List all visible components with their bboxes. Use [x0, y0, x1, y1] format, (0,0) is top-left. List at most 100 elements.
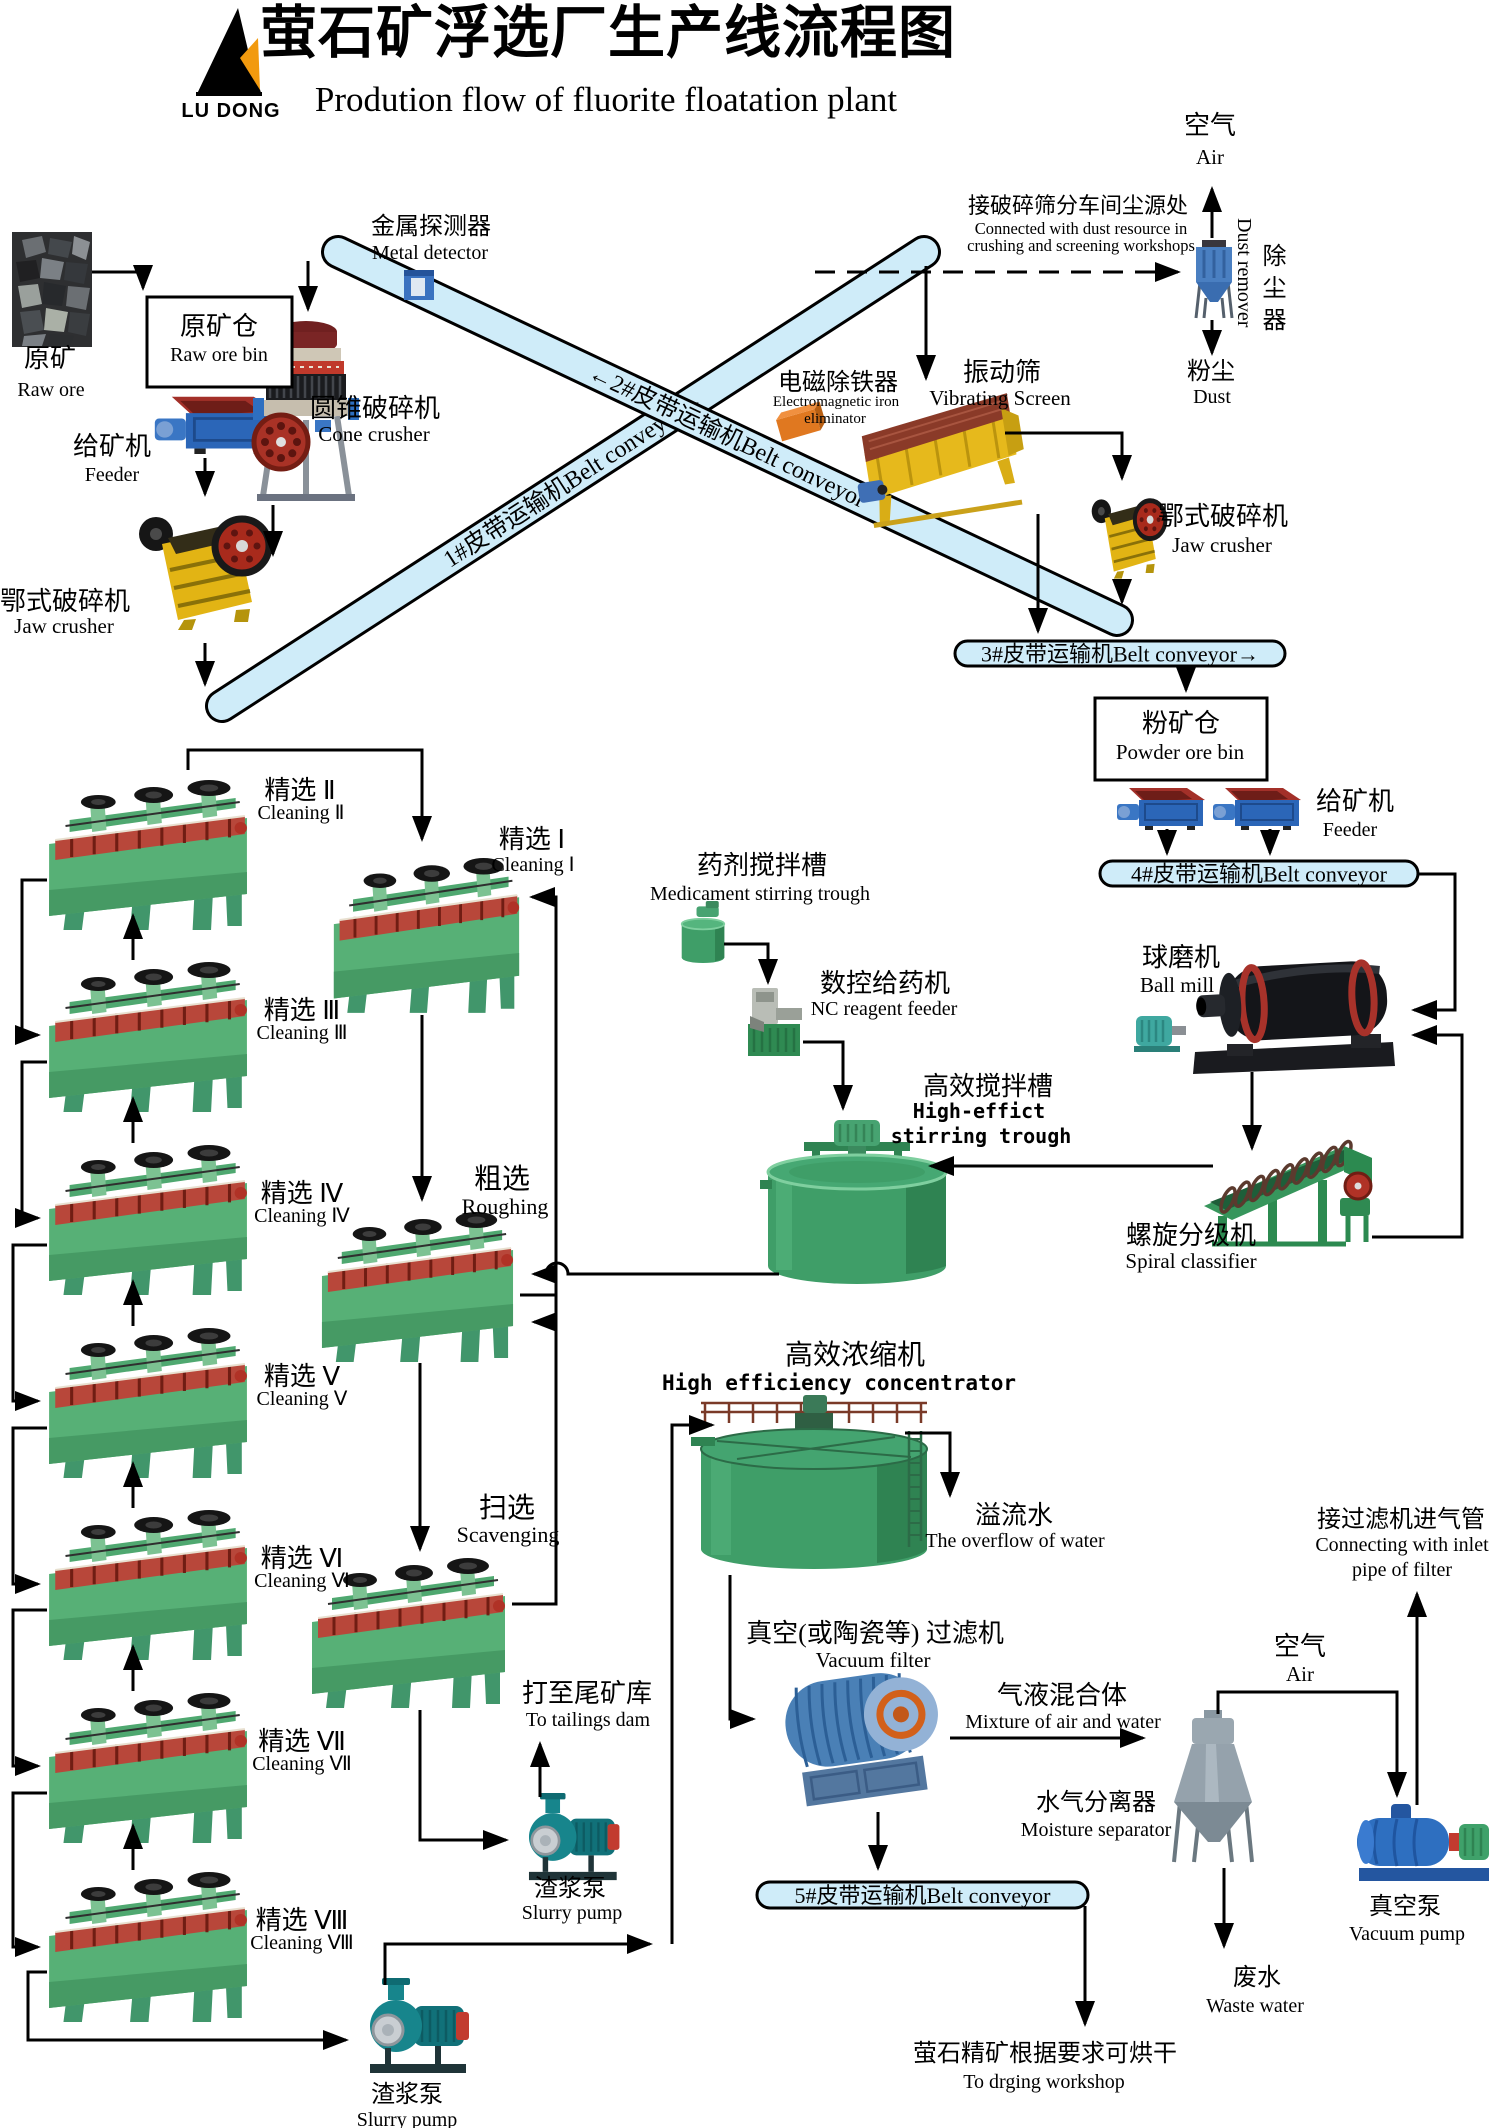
page-title-en: Prodution flow of fluorite floatation pl…: [314, 80, 898, 119]
label-jaw_right-en: Jaw crusher: [1172, 533, 1272, 557]
label-dust-remover-en-vertical: Dust remover: [1233, 218, 1255, 328]
label-medicament-en: Medicament stirring trough: [650, 883, 870, 905]
label-powder_bin-en: Powder ore bin: [1115, 740, 1245, 764]
label-air2-zh: 空气: [1273, 1632, 1327, 1661]
flotation-cleaning7-graphic: [49, 1693, 247, 1843]
label-dust-remover-zh-vertical: 除尘器: [1258, 243, 1284, 339]
concentrator-graphic: [691, 1395, 928, 1569]
label-feeder_top-zh: 给矿机: [72, 432, 152, 461]
label-scavenging-zh: 扫选: [478, 1493, 536, 1524]
label-jaw_left-en: Jaw crusher: [14, 614, 114, 638]
nc-reagent-feeder-graphic: [748, 988, 802, 1056]
label-nc_feeder-zh: 数控给药机: [819, 969, 951, 998]
label-cleaning3-en: Cleaning Ⅲ: [256, 1022, 348, 1044]
label-cleaning8-zh: 精选 Ⅷ: [255, 1906, 349, 1935]
label-raw_ore-zh: 原矿: [23, 344, 77, 373]
stirring-trough-graphic: [760, 1120, 948, 1284]
label-inlet-en2: pipe of filter: [1352, 1559, 1452, 1581]
flotation-roughing-graphic: [321, 1212, 514, 1362]
label-cone_crusher-en: Cone crusher: [318, 422, 430, 446]
label-spiral_classifier-zh: 螺旋分级机: [1125, 1221, 1257, 1250]
label-stirring-en2: stirring trough: [890, 1124, 1072, 1148]
label-waste-en: Waste water: [1206, 1995, 1304, 2017]
label-powder_bin-zh: 粉矿仓: [1141, 709, 1221, 738]
raw-ore-bin-box: [145, 295, 294, 389]
label-cleaning6-en: Cleaning Ⅵ: [254, 1570, 350, 1592]
label-roughing-zh: 粗选: [473, 1164, 531, 1195]
label-vacuum_filter-zh: 真空(或陶瓷等) 过滤机: [746, 1619, 1004, 1648]
feeder-mid-1-graphic: [1117, 788, 1205, 830]
feeder-mid-2-graphic: [1213, 788, 1301, 830]
label-dust-en: Dust: [1193, 386, 1231, 408]
label-drying-zh: 萤石精矿根据要求可烘干: [913, 2041, 1177, 2067]
label-cleaning3-zh: 精选 Ⅲ: [263, 996, 341, 1025]
slurry-pump-1-graphic: [528, 1793, 620, 1881]
label-feeder_mid-zh: 给矿机: [1315, 787, 1395, 816]
flotation-cleaning5-graphic: [49, 1328, 247, 1478]
label-em_iron-en2: eliminator: [804, 411, 866, 427]
label-tailings-zh: 打至尾矿库: [521, 1679, 653, 1708]
label-slurry2-en: Slurry pump: [356, 2109, 458, 2128]
label-medicament-zh: 药剂搅拌槽: [696, 851, 828, 880]
label-stirring-en: High-effict: [912, 1099, 1046, 1123]
label-dust-zh: 粉尘: [1187, 359, 1235, 385]
flotation-cleaning4-graphic: [49, 1145, 247, 1295]
belt-pill-label: 5#皮带运输机Belt conveyor: [794, 1883, 1051, 1908]
label-cleaning2-en: Cleaning Ⅱ: [257, 802, 345, 824]
label-stirring-zh: 高效搅拌槽: [922, 1072, 1054, 1101]
label-cleaning1-zh: 精选 Ⅰ: [498, 825, 566, 854]
metal-detector-graphic: [404, 270, 434, 300]
label-inlet-zh: 接过滤机进气管: [1317, 1507, 1485, 1533]
label-jaw_left-zh: 鄂式破碎机: [0, 587, 131, 616]
label-cleaning7-en: Cleaning Ⅶ: [252, 1753, 352, 1775]
medicament-trough-graphic: [680, 901, 726, 963]
label-slurry2-zh: 渣浆泵: [371, 2082, 443, 2108]
label-moisture_sep-en: Moisture separator: [1020, 1819, 1172, 1841]
em-iron-eliminator-graphic: [776, 401, 826, 442]
label-spiral_classifier-en: Spiral classifier: [1125, 1249, 1257, 1273]
ball-mill-graphic: [1193, 959, 1395, 1074]
flotation-scavenging-graphic: [312, 1558, 505, 1708]
slurry-pump-2-graphic: [370, 1978, 469, 2073]
label-metal_detector-en: Metal detector: [371, 242, 489, 264]
label-cleaning7-zh: 精选 Ⅶ: [258, 1727, 346, 1756]
label-overflow-zh: 溢流水: [974, 1501, 1054, 1530]
label-cleaning4-zh: 精选 Ⅳ: [260, 1179, 344, 1208]
logo-text: LU DONG: [181, 100, 281, 122]
label-feeder_top-en: Feeder: [84, 464, 140, 486]
label-mixture-zh: 气液混合体: [996, 1681, 1128, 1710]
label-cleaning5-zh: 精选 Ⅴ: [263, 1362, 341, 1391]
moisture-separator-graphic: [1172, 1710, 1254, 1863]
flotation-cleaning2-graphic: [49, 780, 247, 930]
vacuum-pump-graphic: [1357, 1804, 1489, 1881]
label-ball_mill-zh: 球磨机: [1141, 943, 1221, 972]
label-mixture-en: Mixture of air and water: [965, 1711, 1161, 1733]
label-cleaning8-en: Cleaning Ⅷ: [250, 1932, 354, 1954]
label-raw_ore_bin-en: Raw ore bin: [170, 344, 268, 366]
jaw-crusher-right-graphic: [1091, 498, 1168, 579]
label-vibrating_screen-en: Vibrating Screen: [929, 386, 1071, 410]
belt-pill-label: 4#皮带运输机Belt conveyor: [1131, 862, 1388, 887]
label-dust_connect-en2: crushing and screening workshops: [967, 236, 1195, 255]
spiral-classifier-graphic: [1204, 1139, 1373, 1247]
label-drying-en: To drging workshop: [963, 2071, 1125, 2093]
label-vacuum_pump-en: Vacuum pump: [1348, 1923, 1466, 1945]
label-cleaning6-zh: 精选 Ⅵ: [260, 1544, 344, 1573]
label-concentrator-zh: 高效浓缩机: [784, 1340, 926, 1371]
flotation-cleaning1-graphic: [333, 858, 520, 1013]
label-feeder_mid-en: Feeder: [1322, 819, 1378, 841]
label-vacuum_pump-zh: 真空泵: [1369, 1894, 1441, 1920]
label-air2-en: Air: [1286, 1662, 1314, 1686]
page-title-zh: 萤石矿浮选厂生产线流程图: [260, 2, 956, 65]
label-air_top-zh: 空气: [1183, 111, 1237, 140]
label-slurry1-zh: 渣浆泵: [534, 1876, 606, 1902]
label-raw_ore-en: Raw ore: [17, 379, 85, 401]
label-cone_crusher-zh: 圆锥破碎机: [309, 394, 441, 423]
belt-pill-label: 3#皮带运输机Belt conveyor→: [981, 642, 1259, 667]
label-overflow-en: The overflow of water: [925, 1530, 1105, 1552]
label-scavenging-en: Scavenging: [456, 1522, 560, 1547]
label-slurry1-en: Slurry pump: [521, 1902, 623, 1924]
jaw-crusher-left-graphic: [139, 515, 273, 630]
label-ball_mill-en: Ball mill: [1139, 973, 1215, 997]
label-cleaning5-en: Cleaning Ⅴ: [256, 1388, 348, 1410]
